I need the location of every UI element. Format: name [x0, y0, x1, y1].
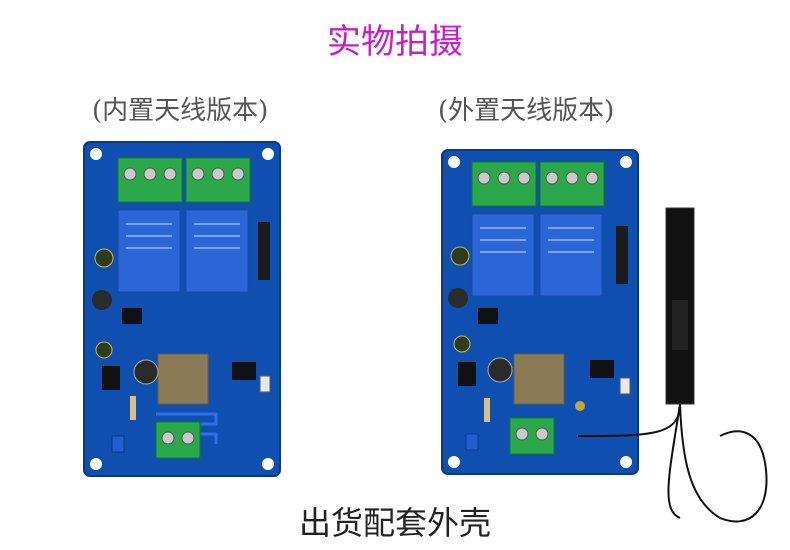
relay-board-internal-antenna: [83, 141, 281, 477]
footer-caption: 出货配套外壳: [298, 504, 491, 542]
external-antenna-label: (外置天线版本): [438, 96, 615, 126]
wifi-module: [157, 353, 209, 405]
external-antenna: [577, 207, 768, 523]
relay-2: [185, 209, 249, 293]
page-title: 实物拍摄: [327, 22, 463, 62]
relay-board-external-antenna: [441, 149, 639, 475]
relay-1: [117, 209, 181, 293]
internal-antenna-label: (内置天线版本): [92, 96, 269, 126]
